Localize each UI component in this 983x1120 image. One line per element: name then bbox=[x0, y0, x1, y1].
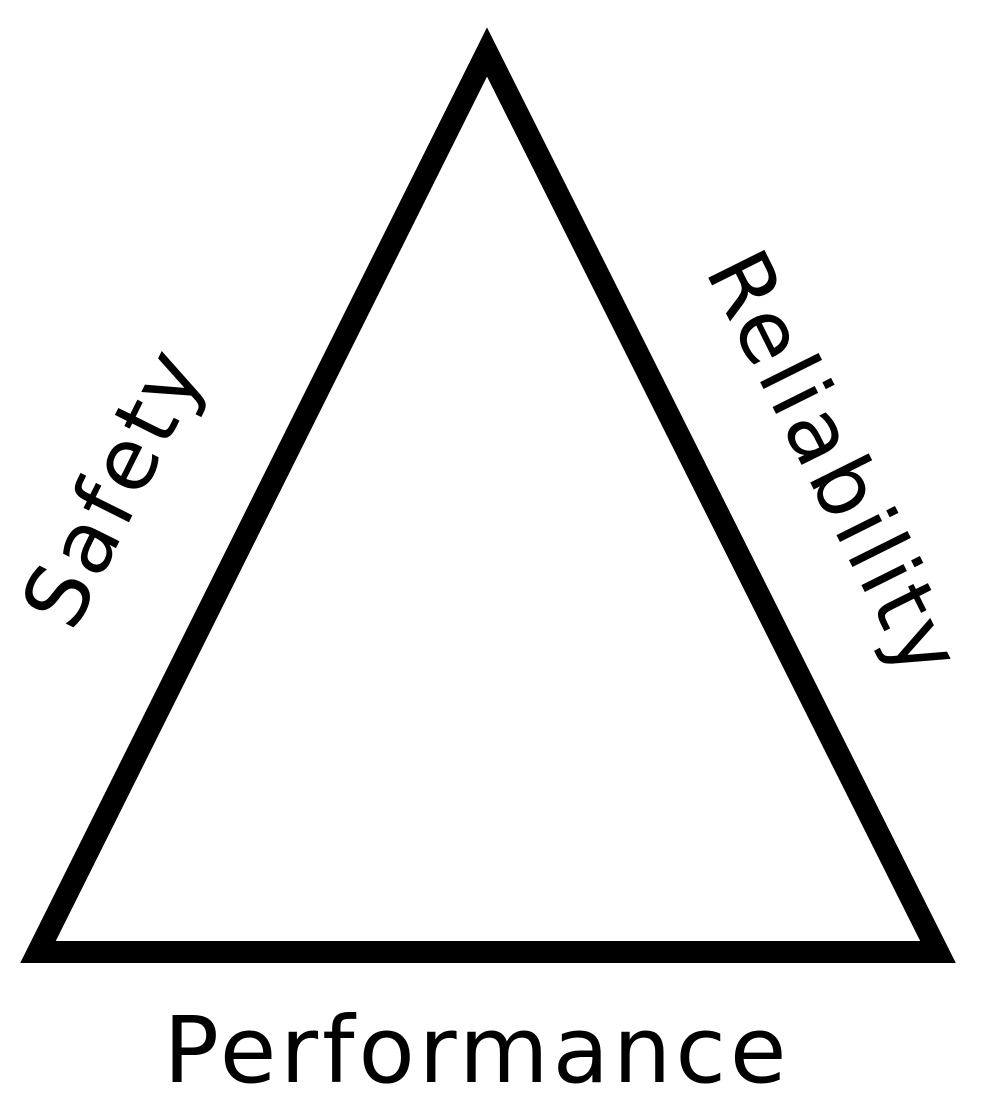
label-reliability: Reliability bbox=[686, 235, 983, 695]
label-performance: Performance bbox=[164, 997, 791, 1104]
triangle-outline bbox=[20, 27, 956, 963]
label-safety: Safety bbox=[3, 331, 226, 643]
